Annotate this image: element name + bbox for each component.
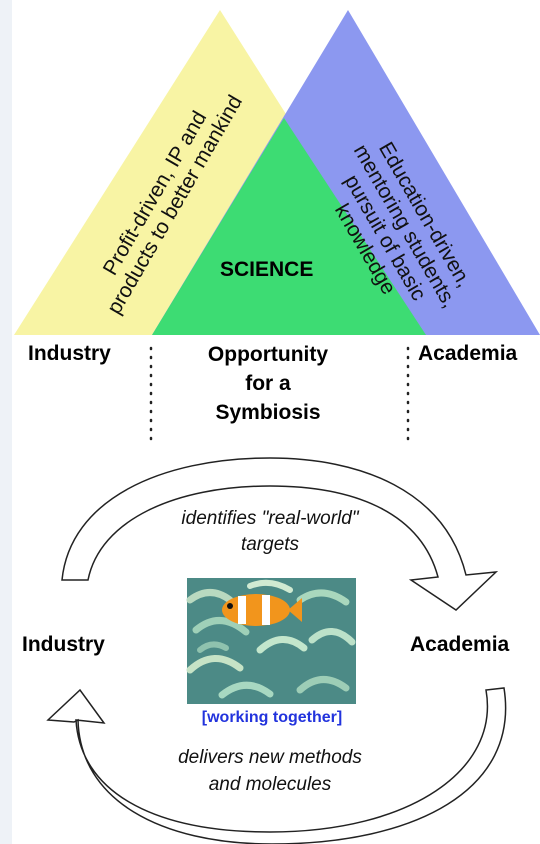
- symbiosis-line-1: Opportunity: [207, 343, 329, 366]
- working-together-caption: [working together]: [201, 709, 343, 726]
- science-label: SCIENCE: [220, 258, 314, 281]
- delivers-methods-text: delivers new methods and molecules: [140, 744, 400, 798]
- identifies-line-2: targets: [240, 534, 300, 555]
- top-academia-label: Academia: [418, 342, 518, 365]
- delivers-line-1: delivers new methods: [178, 747, 362, 768]
- delivers-line-2: and molecules: [208, 774, 332, 795]
- science-overlap: [152, 118, 426, 335]
- identifies-line-1: identifies "real-world": [181, 508, 359, 529]
- top-industry-label: Industry: [28, 342, 111, 365]
- clownfish-anemone-image: [186, 578, 356, 704]
- symbiosis-line-3: Symbiosis: [215, 401, 321, 424]
- symbiosis-line-2: for a: [245, 372, 291, 395]
- identifies-targets-text: identifies "real-world" targets: [150, 506, 390, 558]
- opportunity-symbiosis-label: Opportunity for a Symbiosis: [188, 340, 348, 427]
- bottom-cycle-arrow: [46, 687, 507, 844]
- bottom-industry-label: Industry: [22, 633, 105, 656]
- bottom-academia-label: Academia: [410, 633, 510, 656]
- top-cycle-arrow: [61, 457, 499, 611]
